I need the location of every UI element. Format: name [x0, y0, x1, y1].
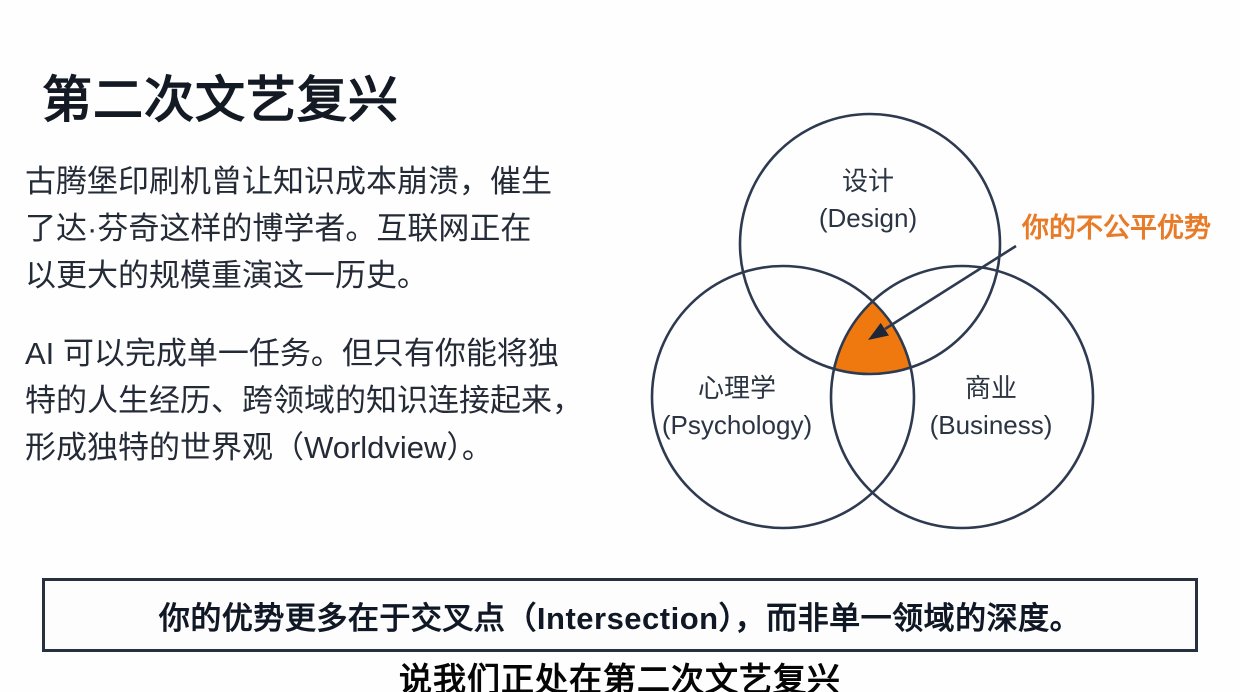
venn-label-psychology-zh: 心理学 [697, 373, 776, 403]
paragraph-2-line-2: 特的人生经历、跨领域的知识连接起来， [25, 383, 583, 418]
venn-label-design-zh: 设计 [841, 166, 894, 196]
video-subtitle: 说我们正处在第二次文艺复兴 [399, 661, 841, 692]
venn-label-design: 设计 (Design) [768, 163, 968, 237]
venn-intersection-fill [831, 266, 914, 374]
paragraph-1-line-1: 古腾堡印刷机曾让知识成本崩溃，催生 [25, 164, 552, 199]
paragraph-2-line-3: 形成独特的世界观（Worldview）。 [25, 430, 493, 465]
callout-box: 你的优势更多在于交叉点（Intersection），而非单一领域的深度。 [42, 578, 1198, 652]
venn-label-business-en: (Business) [929, 410, 1053, 440]
annotation-arrow-line [884, 244, 1017, 331]
venn-circle-design [738, 112, 1002, 376]
venn-annotation-unfair-advantage: 你的不公平优势 [1022, 213, 1211, 243]
venn-label-psychology-en: (Psychology) [661, 410, 813, 440]
paragraph-2: AI 可以完成单一任务。但只有你能将独 特的人生经历、跨领域的知识连接起来， 形… [25, 330, 605, 471]
slide-title: 第二次文艺复兴 [42, 71, 399, 128]
paragraph-1-line-2: 了达·芬奇这样的博学者。互联网正在 [25, 211, 532, 246]
venn-label-psychology: 心理学 (Psychology) [617, 370, 857, 444]
paragraph-2-line-1: AI 可以完成单一任务。但只有你能将独 [25, 336, 559, 371]
venn-label-business-zh: 商业 [964, 373, 1017, 403]
venn-label-design-en: (Design) [818, 203, 918, 233]
venn-label-business: 商业 (Business) [891, 370, 1091, 444]
paragraph-1-line-3: 以更大的规模重演这一历史。 [25, 258, 428, 293]
paragraph-1: 古腾堡印刷机曾让知识成本崩溃，催生 了达·芬奇这样的博学者。互联网正在 以更大的… [25, 158, 605, 299]
annotation-arrow-head-icon [868, 322, 889, 340]
callout-text: 你的优势更多在于交叉点（Intersection），而非单一领域的深度。 [158, 600, 1082, 636]
